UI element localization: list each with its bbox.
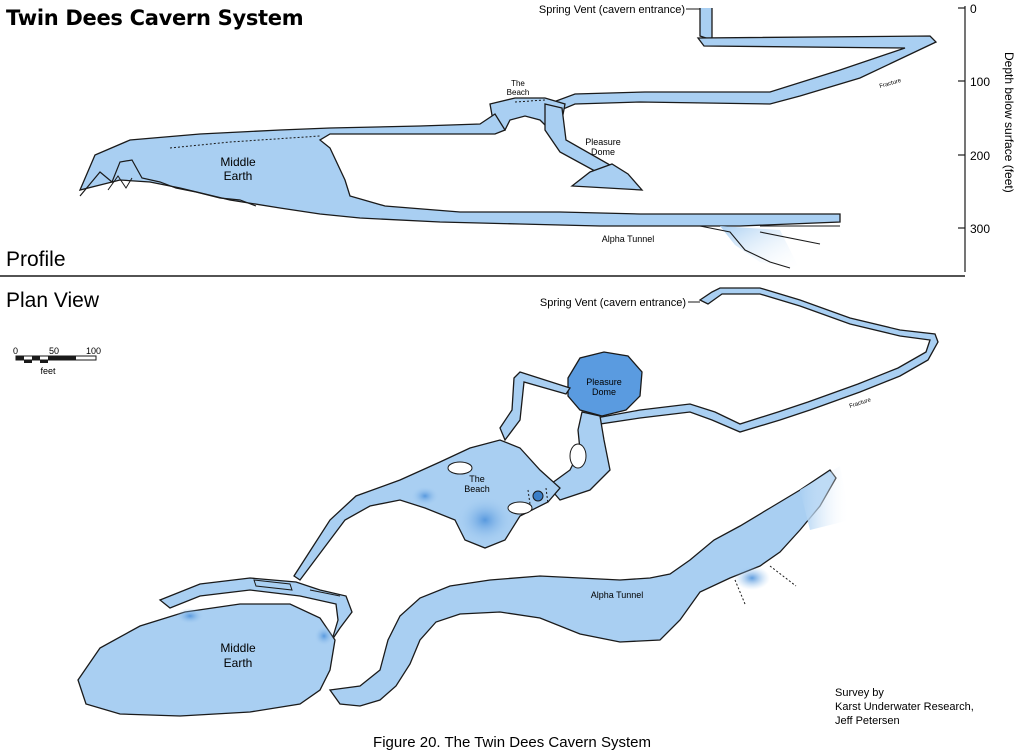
profile-fracture-passage [546, 35, 938, 113]
plan-beach-chamber [293, 439, 561, 581]
plan-middle-earth-label-2: Earth [224, 656, 253, 670]
plan-section-label: Plan View [6, 289, 100, 312]
plan-beach-dotted [527, 487, 549, 505]
profile-beach-label-1: The [511, 79, 525, 88]
profile-section-label: Profile [6, 248, 66, 271]
credit-line-3: Jeff Petersen [835, 715, 900, 727]
profile-dotted-line [169, 135, 321, 149]
plan-pleasure-label-1: Pleasure [586, 377, 622, 387]
plan-fracture-label: Fracture [849, 397, 873, 410]
depth-axis: 0 100 200 300 Depth below surface (feet) [958, 2, 1016, 272]
profile-pleasure-dome [570, 163, 644, 191]
plan-beach-deep2 [411, 486, 439, 506]
plan-beach-island [447, 461, 473, 475]
plan-pleasure-dome [567, 351, 643, 417]
depth-tick-300: 300 [970, 222, 990, 236]
profile-rock-detail [107, 175, 133, 191]
scale-tick-100: 100 [86, 346, 101, 356]
profile-middle-earth-label-2: Earth [224, 169, 253, 183]
depth-tick-100: 100 [970, 75, 990, 89]
plan-entrance-passage [594, 287, 939, 433]
plan-middle-earth [77, 603, 336, 717]
profile-middle-earth-label-1: Middle [220, 155, 256, 169]
profile-alpha-extension [720, 226, 800, 270]
profile-breakdown-rock [79, 159, 257, 207]
plan-beach-island2 [507, 501, 533, 515]
profile-pleasure-label-2: Dome [591, 147, 615, 157]
plan-alpha-dotted [734, 565, 797, 605]
plan-alpha-fade [800, 466, 850, 530]
scale-tick-0: 0 [13, 346, 18, 356]
profile-dotted-line-beach [514, 99, 546, 103]
scale-tick-50: 50 [49, 346, 59, 356]
plan-middle-deep1 [176, 608, 204, 624]
figure-caption: Figure 20. The Twin Dees Cavern System [373, 734, 651, 751]
profile-alpha-wall [699, 225, 791, 269]
plan-middle-deep2 [314, 626, 334, 646]
map-title: Twin Dees Cavern System [6, 6, 304, 30]
profile-alpha-label: Alpha Tunnel [602, 234, 655, 244]
plan-beach-hole [532, 490, 544, 502]
profile-pleasure-label-1: Pleasure [585, 137, 621, 147]
profile-entrance-shaft [699, 8, 713, 41]
plan-middle-earth-label-1: Middle [220, 641, 256, 655]
plan-connector-detail [253, 579, 341, 597]
plan-pleasure-label-2: Dome [592, 387, 616, 397]
profile-main-passage [78, 113, 841, 227]
profile-alpha-wall2 [759, 231, 821, 245]
profile-fracture-label: Fracture [879, 78, 903, 90]
plan-alpha-label: Alpha Tunnel [591, 590, 644, 600]
depth-tick-200: 200 [970, 149, 990, 163]
profile-section: Spring Vent (cavern entrance) The Beach … [78, 4, 938, 270]
credit-line-2: Karst Underwater Research, [835, 701, 974, 713]
profile-beach-label-2: Beach [507, 88, 530, 97]
depth-tick-0: 0 [970, 2, 977, 16]
plan-beach-label-1: The [469, 474, 485, 484]
depth-axis-label: Depth below surface (feet) [1002, 52, 1016, 193]
plan-beach-deep [457, 496, 513, 544]
plan-dome-island [569, 443, 587, 469]
plan-spring-vent-label: Spring Vent (cavern entrance) [540, 297, 686, 309]
plan-alpha-deep [734, 566, 770, 590]
scale-bar: 0 50 100 feet [13, 346, 101, 376]
plan-upper-loop [499, 371, 572, 442]
scale-unit: feet [40, 366, 56, 376]
plan-connector [158, 577, 353, 641]
plan-section: Spring Vent (cavern entrance) Pleasure D… [77, 287, 939, 717]
survey-credit: Survey by Karst Underwater Research, Jef… [835, 686, 974, 728]
plan-beach-label-2: Beach [464, 484, 490, 494]
credit-line-1: Survey by [835, 687, 884, 699]
profile-spring-vent-label: Spring Vent (cavern entrance) [539, 4, 685, 16]
